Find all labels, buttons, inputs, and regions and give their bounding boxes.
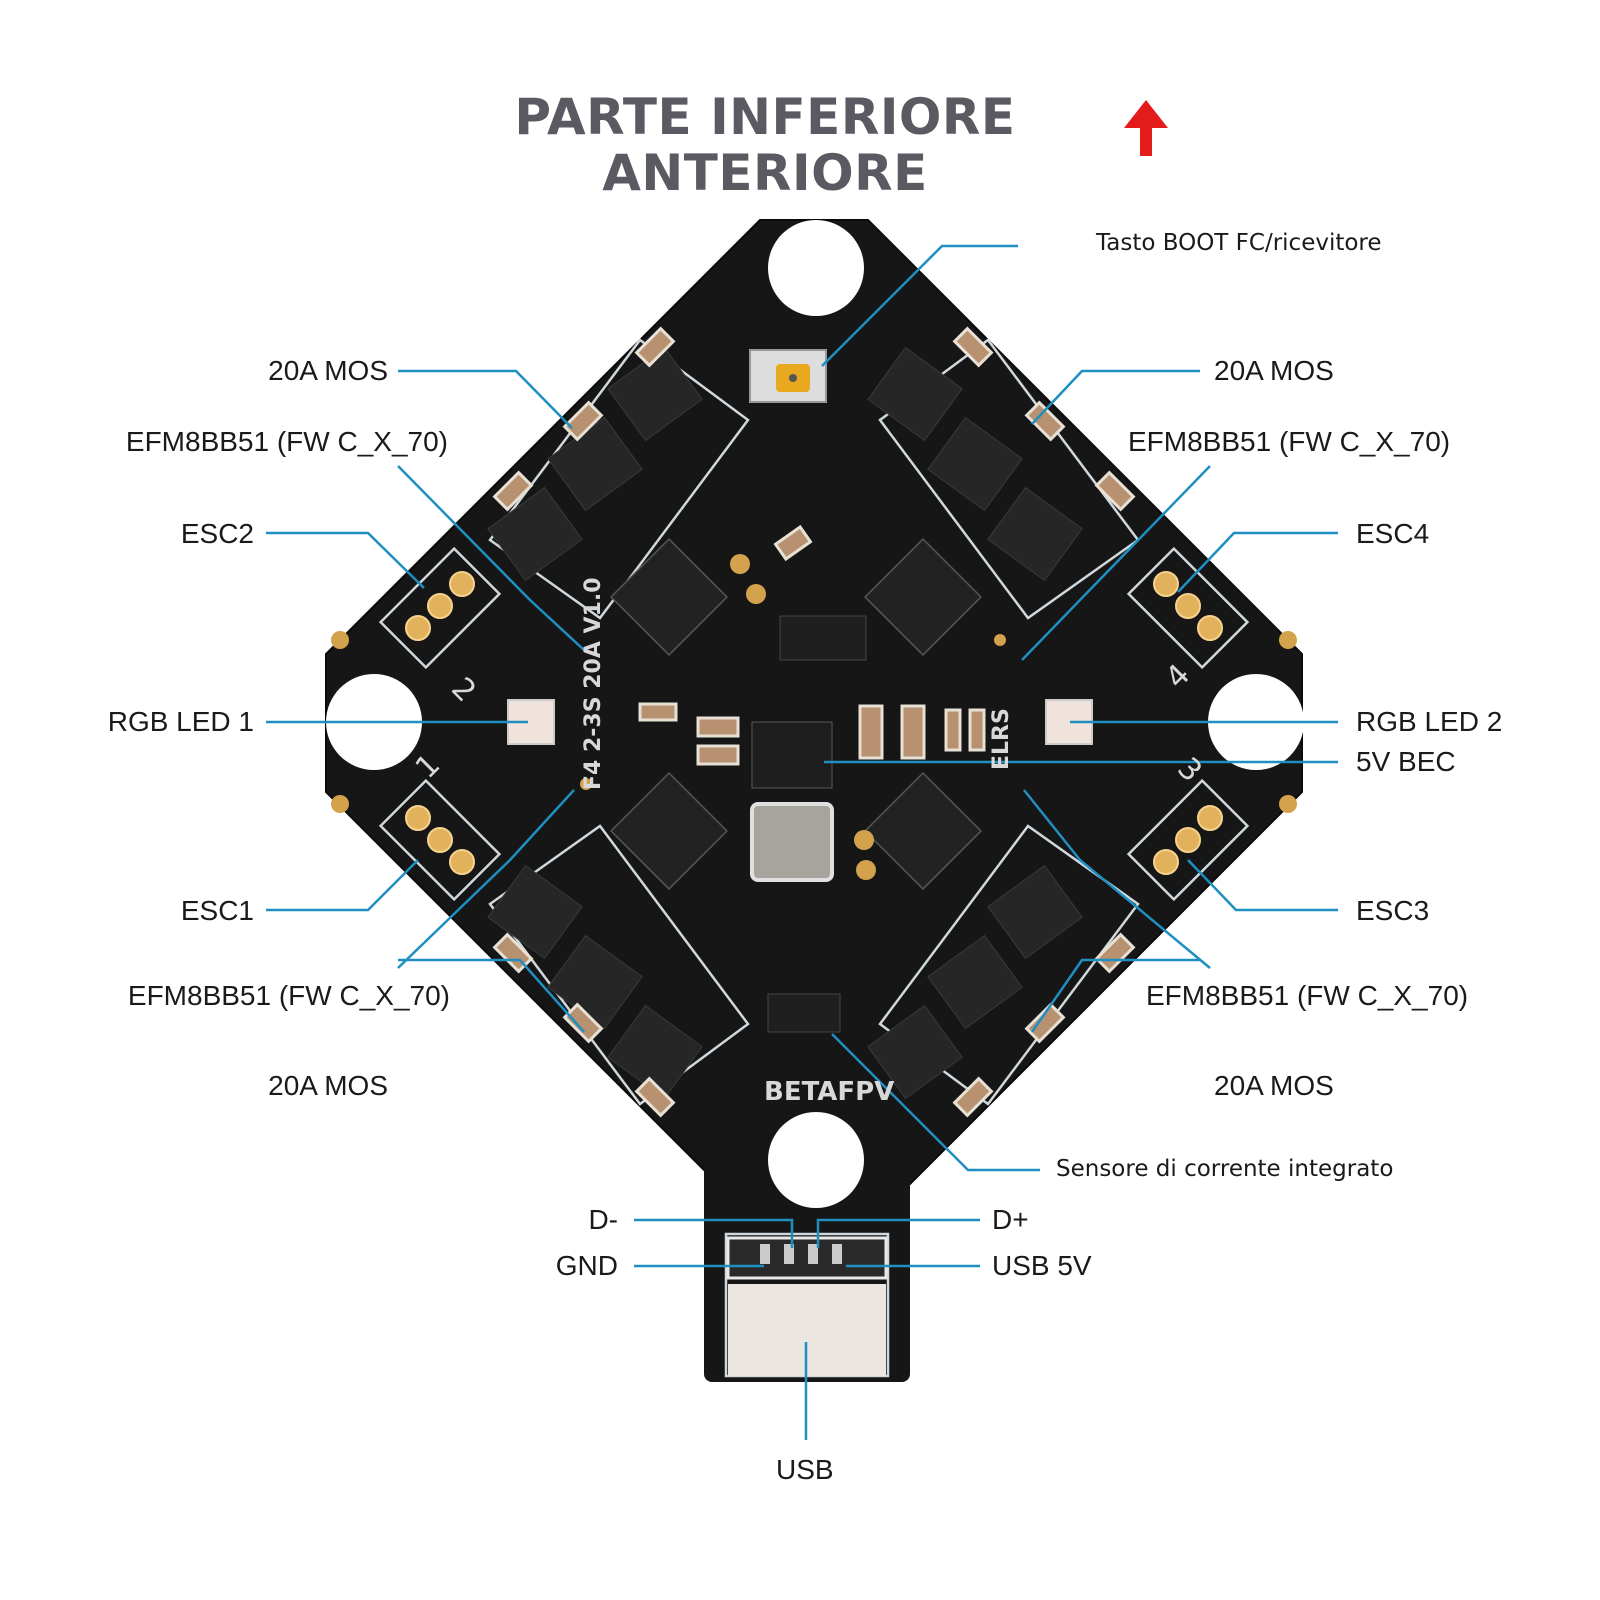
- label-gnd: GND: [555, 1250, 618, 1281]
- silkscreen-elrs: ELRS: [989, 708, 1014, 770]
- label-5v-bec: 5V BEC: [1356, 746, 1456, 777]
- label-boot-button: Tasto BOOT FC/ricevitore: [1096, 230, 1382, 256]
- mounting-hole: [768, 1112, 864, 1208]
- label-mos-bottom-left: 20A MOS: [268, 1070, 388, 1101]
- label-usb: USB: [776, 1454, 834, 1485]
- label-d-plus: D+: [992, 1204, 1029, 1235]
- label-current-sensor: Sensore di corrente integrato: [1056, 1156, 1394, 1182]
- callout-lines: [266, 244, 1338, 1440]
- mounting-hole: [768, 220, 864, 316]
- label-rgb-led-1: RGB LED 1: [107, 706, 254, 737]
- silkscreen-model: F4 2-3S 20A V1.0: [581, 577, 606, 790]
- label-mcu-top-left: EFM8BB51 (FW C_X_70): [125, 426, 448, 457]
- label-rgb-led-2: RGB LED 2: [1356, 706, 1503, 737]
- label-mos-top-right: 20A MOS: [1214, 355, 1334, 386]
- label-mos-bottom-right: 20A MOS: [1214, 1070, 1334, 1101]
- label-esc3: ESC3: [1356, 895, 1430, 926]
- label-usb-5v: USB 5V: [992, 1250, 1092, 1281]
- label-esc2: ESC2: [180, 518, 254, 549]
- brand-logo: BETAFPV: [764, 1077, 894, 1107]
- label-mcu-bottom-left: EFM8BB51 (FW C_X_70): [127, 980, 450, 1011]
- bec-chip: [751, 721, 833, 789]
- title-line-2: ANTERIORE: [602, 144, 928, 202]
- label-mos-top-left: 20A MOS: [268, 355, 388, 386]
- label-d-minus: D-: [588, 1204, 618, 1235]
- label-esc4: ESC4: [1356, 518, 1430, 549]
- label-mcu-bottom-right: EFM8BB51 (FW C_X_70): [1146, 980, 1469, 1011]
- pcb-board: [325, 219, 1304, 1382]
- label-esc1: ESC1: [180, 895, 254, 926]
- label-mcu-top-right: EFM8BB51 (FW C_X_70): [1128, 426, 1451, 457]
- title-line-1: PARTE INFERIORE: [514, 88, 1016, 146]
- arrow-up-icon: [1124, 100, 1168, 156]
- usb-connector-header: [726, 1236, 888, 1280]
- current-sensor-chip: [767, 993, 841, 1033]
